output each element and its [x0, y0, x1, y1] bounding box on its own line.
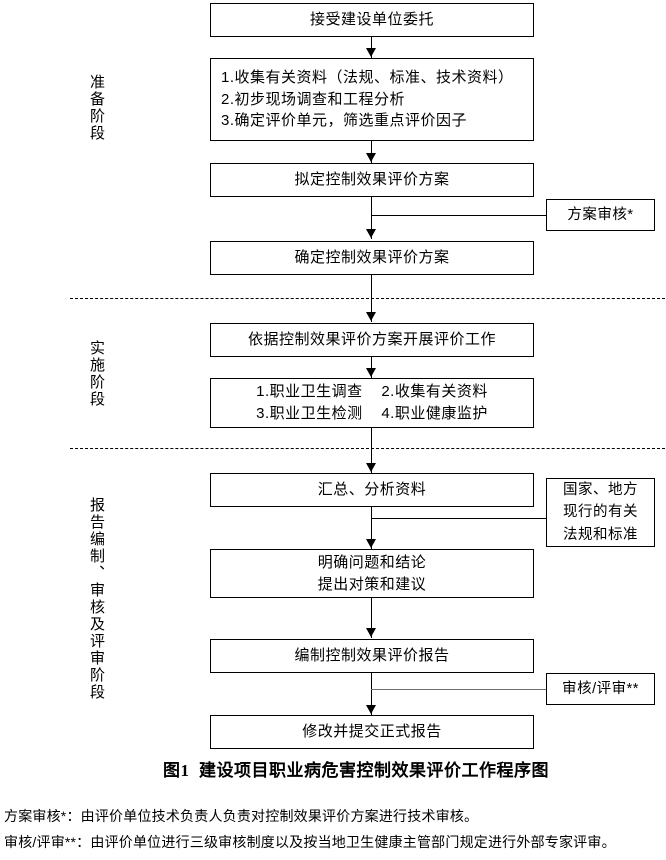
figure-caption: 图1 建设项目职业病危害控制效果评价工作程序图	[163, 761, 549, 780]
node-clarify-conclusions-line-2: 提出对策和建议	[317, 575, 427, 593]
node-survey-and-test-line-1: 1.职业卫生调查 2.收集有关资料	[256, 383, 488, 401]
side-note-laws-standards-line-2: 现行的有关	[563, 504, 638, 521]
node-summarize-analyze-line-1: 汇总、分析资料	[317, 481, 427, 499]
footnote-review-appraisal: 审核/评审**：由评价单位进行三级审核制度以及按当地卫生健康主管部门规定进行外部…	[4, 834, 616, 850]
connector-summarize-to-clarify	[371, 507, 372, 549]
stage-separator-1	[70, 298, 665, 299]
arrowhead-survey-to-summarize	[366, 463, 376, 472]
side-note-plan-review-line-1: 方案审核*	[567, 206, 634, 223]
node-accept-commission-line-1: 接受建设单位委托	[309, 11, 434, 29]
arrowhead-draft-to-confirm	[366, 229, 376, 238]
node-revise-submit-report-line-1: 修改并提交正式报告	[302, 723, 442, 741]
node-revise-submit-report[interactable]: 修改并提交正式报告	[210, 715, 534, 749]
node-carry-out-evaluation-line-1: 依据控制效果评价方案开展评价工作	[247, 331, 496, 349]
side-note-laws-standards[interactable]: 国家、地方 现行的有关 法规和标准	[546, 478, 655, 547]
stage-label-preparation: 准备阶段	[88, 74, 105, 142]
node-survey-and-test[interactable]: 1.职业卫生调查 2.收集有关资料 3.职业卫生检测 4.职业健康监护	[210, 378, 534, 428]
node-collect-data[interactable]: 1.收集有关资料（法规、标准、技术资料） 2.初步现场调查和工程分析 3.确定评…	[210, 58, 534, 141]
arrowhead-evaluate-to-survey	[366, 368, 376, 377]
connector-survey-to-summarize	[371, 428, 372, 473]
connector-plan-review-join	[371, 215, 546, 216]
side-note-plan-review[interactable]: 方案审核*	[546, 199, 655, 231]
arrowhead-accept-to-collect	[366, 48, 376, 57]
connector-evaluate-to-survey	[371, 357, 372, 378]
connector-clarify-to-compile	[371, 598, 372, 638]
node-clarify-conclusions-line-1: 明确问题和结论	[317, 553, 427, 571]
node-collect-data-line-2: 2.初步现场调查和工程分析	[221, 90, 406, 108]
stage-separator-2	[70, 448, 665, 449]
node-draft-plan-line-1: 拟定控制效果评价方案	[294, 171, 450, 189]
side-note-laws-standards-line-3: 法规和标准	[563, 526, 638, 543]
connector-accept-to-collect	[371, 37, 372, 58]
side-note-review-appraisal-line-1: 审核/评审**	[562, 680, 639, 697]
node-collect-data-line-3: 3.确定评价单元，筛选重点评价因子	[221, 112, 468, 130]
side-note-review-appraisal[interactable]: 审核/评审**	[546, 673, 655, 705]
stage-label-reporting: 报告编制、审核及评审阶段	[88, 497, 105, 701]
node-summarize-analyze[interactable]: 汇总、分析资料	[210, 473, 534, 507]
node-carry-out-evaluation[interactable]: 依据控制效果评价方案开展评价工作	[210, 323, 534, 357]
node-compile-report[interactable]: 编制控制效果评价报告	[210, 639, 534, 673]
arrowhead-summarize-to-clarify	[366, 539, 376, 548]
connector-draft-to-confirm	[371, 197, 372, 239]
connector-confirm-to-evaluate	[371, 275, 372, 322]
connector-review-appraisal-join	[371, 689, 546, 690]
arrowhead-compile-to-revise	[366, 705, 376, 714]
side-note-laws-standards-line-1: 国家、地方	[563, 481, 638, 498]
footnote-plan-review: 方案审核*：由评价单位技术负责人负责对控制效果评价方案进行技术审核。	[4, 808, 479, 824]
node-clarify-conclusions[interactable]: 明确问题和结论 提出对策和建议	[210, 549, 534, 598]
node-confirm-plan-line-1: 确定控制效果评价方案	[294, 249, 450, 267]
node-survey-and-test-line-2: 3.职业卫生检测 4.职业健康监护	[256, 405, 488, 422]
node-draft-plan[interactable]: 拟定控制效果评价方案	[210, 163, 534, 197]
connector-collect-to-draft	[371, 141, 372, 163]
arrowhead-clarify-to-compile	[366, 628, 376, 637]
node-collect-data-line-1: 1.收集有关资料（法规、标准、技术资料）	[221, 68, 514, 86]
node-confirm-plan[interactable]: 确定控制效果评价方案	[210, 241, 534, 275]
node-accept-commission[interactable]: 接受建设单位委托	[210, 3, 534, 37]
stage-label-implementation: 实施阶段	[88, 340, 105, 408]
node-compile-report-line-1: 编制控制效果评价报告	[294, 647, 450, 665]
connector-compile-to-revise	[371, 673, 372, 715]
arrowhead-collect-to-draft	[366, 153, 376, 162]
arrowhead-confirm-to-evaluate	[366, 312, 376, 321]
connector-laws-standards-join	[371, 518, 546, 519]
